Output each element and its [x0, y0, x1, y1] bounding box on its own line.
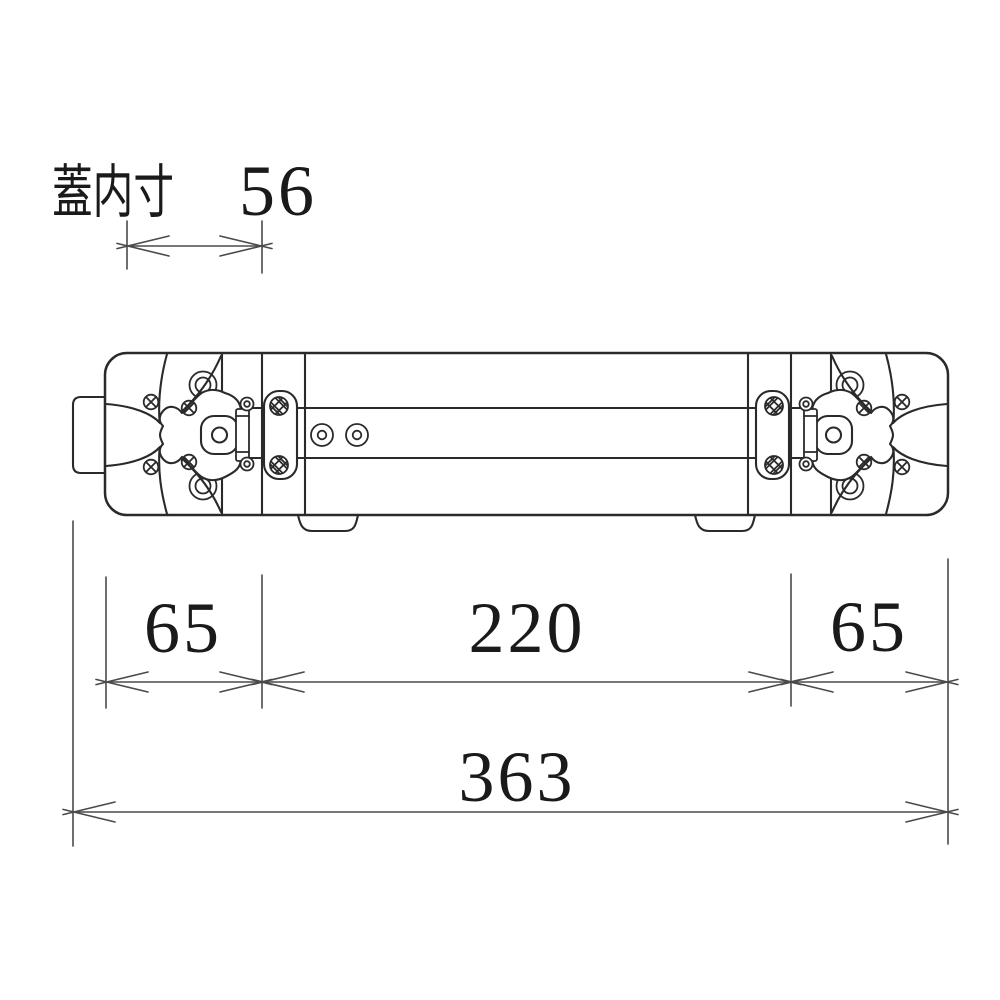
belt-seams — [220, 406, 833, 460]
case-assembly — [71, 351, 950, 533]
overall-width-value: 363 — [459, 737, 576, 817]
lid-inner-label: 蓋内寸 — [52, 160, 174, 225]
lid-inner-value: 56 — [239, 151, 317, 231]
segment-right-value: 65 — [830, 587, 908, 667]
segment-center-value: 220 — [469, 588, 586, 668]
dimension-segments: 65 220 65 — [95, 573, 959, 709]
dimension-overall: 363 — [62, 520, 959, 847]
dimension-lid-inner: 蓋内寸 56 — [52, 151, 317, 274]
lid-protrusion — [71, 395, 107, 475]
segment-left-value: 65 — [144, 588, 222, 668]
foot-left — [296, 513, 360, 533]
case-body — [103, 351, 950, 517]
foot-right — [693, 513, 757, 533]
